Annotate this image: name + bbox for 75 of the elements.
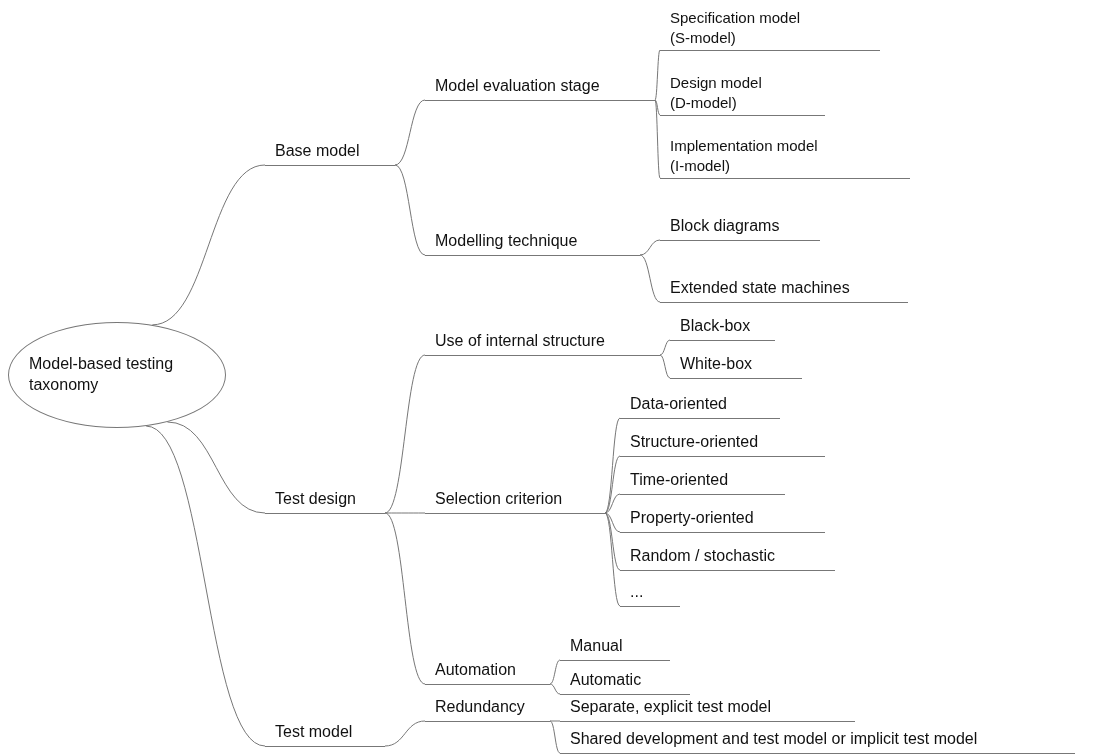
underlined-topic	[265, 141, 395, 166]
underlined-topic	[425, 489, 605, 514]
branch-line	[654, 49, 661, 101]
branch-line	[549, 720, 561, 754]
topic-label: Model evaluation stage	[435, 76, 601, 97]
topic-label: Automatic	[570, 670, 643, 691]
underlined-topic	[425, 660, 550, 685]
underlined-topic	[425, 331, 660, 356]
underlined-topic	[660, 216, 820, 241]
branch-line	[604, 493, 621, 514]
branch-line	[145, 425, 266, 747]
underlined-topic	[670, 316, 775, 341]
underlined-topic	[425, 76, 655, 101]
underlined-topic	[560, 697, 855, 722]
topic-label: Manual	[570, 636, 624, 657]
branch-line	[394, 99, 426, 166]
topic-label: Use of internal structure	[435, 331, 606, 352]
topic-label: Test model	[275, 722, 354, 743]
topic-label: Property-oriented	[630, 508, 755, 529]
branch-line	[604, 512, 621, 571]
underlined-topic	[620, 546, 835, 571]
topic-label: Implementation model (I-model)	[670, 136, 819, 175]
underlined-topic	[620, 470, 785, 495]
underlined-topic	[670, 354, 802, 379]
topic-label: Redundancy	[435, 697, 526, 718]
topic-label: Test design	[275, 489, 357, 510]
underlined-topic	[620, 432, 825, 457]
underlined-topic	[620, 394, 780, 419]
branch-line	[549, 720, 561, 722]
underlined-topic	[660, 278, 908, 303]
branch-line	[654, 99, 661, 116]
underlined-topic	[620, 508, 825, 533]
underlined-topic	[425, 697, 550, 722]
topic-label: Modelling technique	[435, 231, 579, 252]
topic-label: Block diagrams	[670, 216, 781, 237]
topic-label: ...	[630, 582, 645, 603]
topic-label: Separate, explicit test model	[570, 697, 772, 718]
topic-label: Time-oriented	[630, 470, 730, 491]
underlined-topic	[560, 636, 670, 661]
branch-line	[549, 659, 561, 685]
node-label: Model-based testing taxonomy	[29, 354, 175, 395]
underlined-topic	[425, 231, 640, 256]
branch-line	[639, 239, 661, 256]
branch-line	[384, 720, 426, 747]
topic-label: Data-oriented	[630, 394, 728, 415]
topic-label: White-box	[680, 354, 754, 375]
branch-line	[394, 164, 426, 256]
underlined-topic	[560, 670, 690, 695]
branch-line	[604, 417, 621, 514]
topic-label: Random / stochastic	[630, 546, 776, 567]
underlined-topic	[265, 722, 385, 747]
branch-line	[166, 421, 266, 514]
branch-line	[549, 683, 561, 695]
branch-line	[659, 354, 671, 379]
branch-line	[654, 99, 661, 179]
topic-label: Automation	[435, 660, 517, 681]
topic-label: Design model (D-model)	[670, 73, 763, 112]
underlined-topic	[265, 489, 385, 514]
branch-line	[659, 339, 671, 356]
topic-label: Structure-oriented	[630, 432, 760, 453]
branch-line	[384, 512, 426, 685]
topic-label: Base model	[275, 141, 361, 162]
branch-line	[151, 164, 266, 326]
branch-line	[384, 512, 426, 514]
branch-line	[604, 512, 621, 607]
topic-label: Black-box	[680, 316, 752, 337]
topic-label: Selection criterion	[435, 489, 564, 510]
topic-label: Extended state machines	[670, 278, 851, 299]
branch-line	[604, 512, 621, 533]
branch-line	[604, 455, 621, 514]
topic-label: Shared development and test model or implicit test model	[570, 729, 979, 750]
branch-line	[639, 254, 661, 303]
underlined-topic	[560, 729, 1075, 754]
branch-line	[384, 354, 426, 514]
topic-label: Specification model (S-model)	[670, 8, 802, 47]
